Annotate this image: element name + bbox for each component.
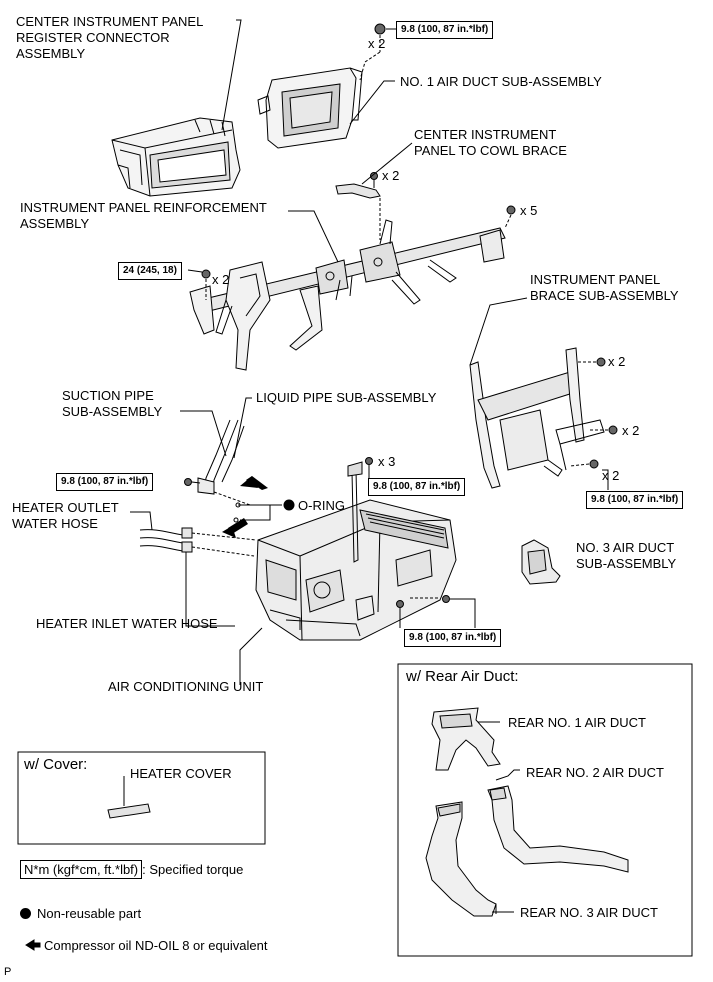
oring-area — [233, 502, 276, 523]
bolt-x5 — [504, 205, 516, 229]
legend-torque: N*m (kgf*cm, ft.*lbf): Specified torque — [20, 860, 244, 879]
mult-brace1: x 2 — [608, 354, 626, 369]
legend-nonreusable-text: Non-reusable part — [37, 906, 142, 921]
legend-torque-unit: N*m (kgf*cm, ft.*lbf) — [20, 860, 143, 879]
brace-sub-assembly-part — [469, 347, 605, 489]
mult-x3: x 3 — [378, 454, 396, 469]
torque-top: 9.8 (100, 87 in.*lbf) — [396, 21, 494, 39]
oil-arrows — [222, 476, 268, 538]
mult-cowl: x 2 — [382, 168, 400, 183]
reinforcement-part — [189, 219, 506, 371]
label-heater-cover: HEATER COVER — [130, 766, 232, 781]
torque-bottom: 9.8 (100, 87 in.*lbf) — [404, 629, 502, 647]
label-rear3: REAR NO. 3 AIR DUCT — [520, 905, 658, 920]
label-liquid-pipe: LIQUID PIPE SUB-ASSEMBLY — [256, 390, 437, 405]
ac-unit-part — [255, 461, 457, 641]
oil-arrow-legend — [25, 939, 41, 951]
label-oring: O-RING — [298, 498, 345, 513]
label-heater-inlet: HEATER INLET WATER HOSE — [36, 616, 218, 631]
oring-dot — [283, 499, 295, 511]
cowl-brace-part — [335, 172, 381, 240]
no3-air-duct-part — [521, 539, 561, 585]
cover-box-title: w/ Cover: — [24, 756, 88, 773]
corner-code: P — [4, 966, 12, 978]
bolt-left — [187, 269, 211, 300]
no1-air-duct-part — [257, 67, 363, 149]
torque-brace: 9.8 (100, 87 in.*lbf) — [586, 491, 684, 509]
mult-brace3: x 2 — [602, 468, 620, 483]
label-suction-pipe: SUCTION PIPE SUB-ASSEMBLY — [62, 388, 163, 419]
label-no3-air-duct: NO. 3 AIR DUCT SUB-ASSEMBLY — [576, 540, 677, 571]
torque-left: 24 (245, 18) — [118, 262, 182, 280]
bolt-bottom — [396, 595, 476, 628]
label-cowl-brace: CENTER INSTRUMENT PANEL TO COWL BRACE — [414, 127, 567, 158]
pipes-part — [184, 419, 251, 506]
rear-ducts-part — [425, 707, 629, 917]
cover-box — [17, 751, 266, 845]
label-no1-air-duct: NO. 1 AIR DUCT SUB-ASSEMBLY — [400, 74, 602, 89]
mult-x5: x 5 — [520, 203, 538, 218]
nonreusable-dot-icon — [20, 908, 31, 919]
register-connector-part — [111, 117, 241, 197]
legend-torque-text: : Specified torque — [142, 862, 244, 877]
heater-cover-part — [107, 776, 151, 819]
label-rear2: REAR NO. 2 AIR DUCT — [526, 765, 664, 780]
mult-top: x 2 — [368, 36, 386, 51]
label-ac-unit: AIR CONDITIONING UNIT — [108, 679, 264, 694]
rear-box-title: w/ Rear Air Duct: — [406, 668, 519, 685]
label-brace-sub-assembly: INSTRUMENT PANEL BRACE SUB-ASSEMBLY — [530, 272, 679, 303]
label-heater-outlet: HEATER OUTLET WATER HOSE — [12, 500, 119, 531]
bolt-center-x3 — [365, 457, 373, 478]
bolt-top — [359, 23, 396, 81]
mult-left: x 2 — [212, 272, 230, 287]
label-reinforcement: INSTRUMENT PANEL REINFORCEMENT ASSEMBLY — [20, 200, 267, 231]
torque-suction: 9.8 (100, 87 in.*lbf) — [56, 473, 154, 491]
legend-oil: Compressor oil ND-OIL 8 or equivalent — [44, 938, 268, 953]
rear-duct-box — [397, 663, 693, 957]
torque-center: 9.8 (100, 87 in.*lbf) — [368, 478, 466, 496]
leader-lines — [130, 19, 528, 685]
label-rear1: REAR NO. 1 AIR DUCT — [508, 715, 646, 730]
heater-hoses-part — [139, 527, 257, 610]
legend-nonreusable: Non-reusable part — [20, 906, 141, 922]
brace-bolts — [569, 357, 618, 490]
label-register-connector: CENTER INSTRUMENT PANEL REGISTER CONNECT… — [16, 14, 204, 61]
mult-brace2: x 2 — [622, 423, 640, 438]
